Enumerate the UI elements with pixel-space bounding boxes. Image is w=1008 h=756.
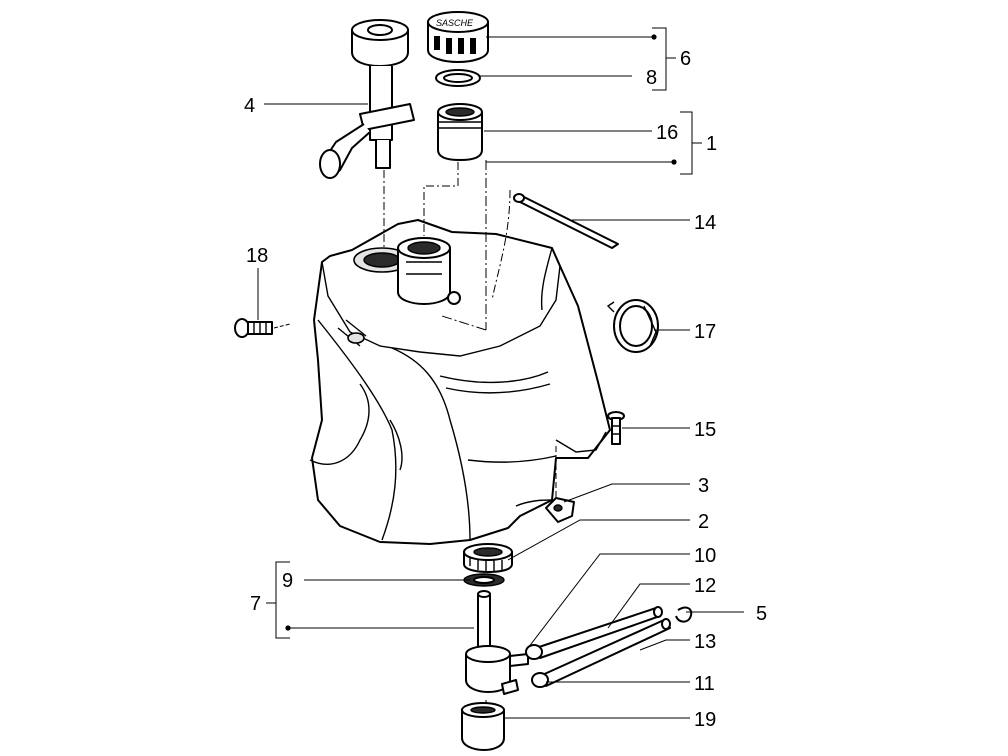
filler-neck	[423, 103, 483, 236]
callout-16: 16	[656, 122, 678, 144]
breather-hose	[491, 189, 619, 301]
callout-5: 5	[756, 603, 767, 625]
callout-9: 9	[282, 570, 293, 592]
screw-18	[234, 318, 291, 338]
hose-clips	[525, 606, 693, 688]
callout-14: 14	[694, 212, 716, 234]
callout-12: 12	[694, 575, 716, 597]
filter-cup	[461, 702, 505, 751]
callout-6: 6	[680, 48, 691, 70]
callout-3: 3	[698, 475, 709, 497]
fuel-tap	[465, 590, 529, 712]
clamp-nut	[463, 543, 513, 573]
rubber-block	[545, 446, 575, 523]
callout-13: 13	[694, 631, 716, 653]
leader-lines	[257, 27, 744, 719]
callout-18: 18	[246, 245, 268, 267]
gasket-9	[463, 573, 505, 587]
callout-labels: 4 6 8 16 1 14 18 17 15 3 2 10 12 9 7 5 1…	[244, 48, 767, 731]
callout-2: 2	[698, 511, 709, 533]
callout-19: 19	[694, 709, 716, 731]
fuel-gauge-sender	[319, 19, 415, 250]
callout-11: 11	[694, 673, 715, 695]
svg-text:SASCHE: SASCHE	[436, 18, 474, 28]
filler-cap: SASCHE	[427, 11, 489, 63]
callout-10: 10	[694, 545, 716, 567]
hose-clamp-17	[606, 299, 659, 353]
callout-17: 17	[694, 321, 716, 343]
cap-gasket	[435, 69, 481, 87]
fuel-tank	[309, 160, 611, 545]
callout-4: 4	[244, 95, 255, 117]
callout-1: 1	[706, 133, 717, 155]
screw-15	[607, 411, 625, 445]
callout-15: 15	[694, 419, 716, 441]
callout-8: 8	[646, 67, 657, 89]
callout-7: 7	[250, 593, 261, 615]
